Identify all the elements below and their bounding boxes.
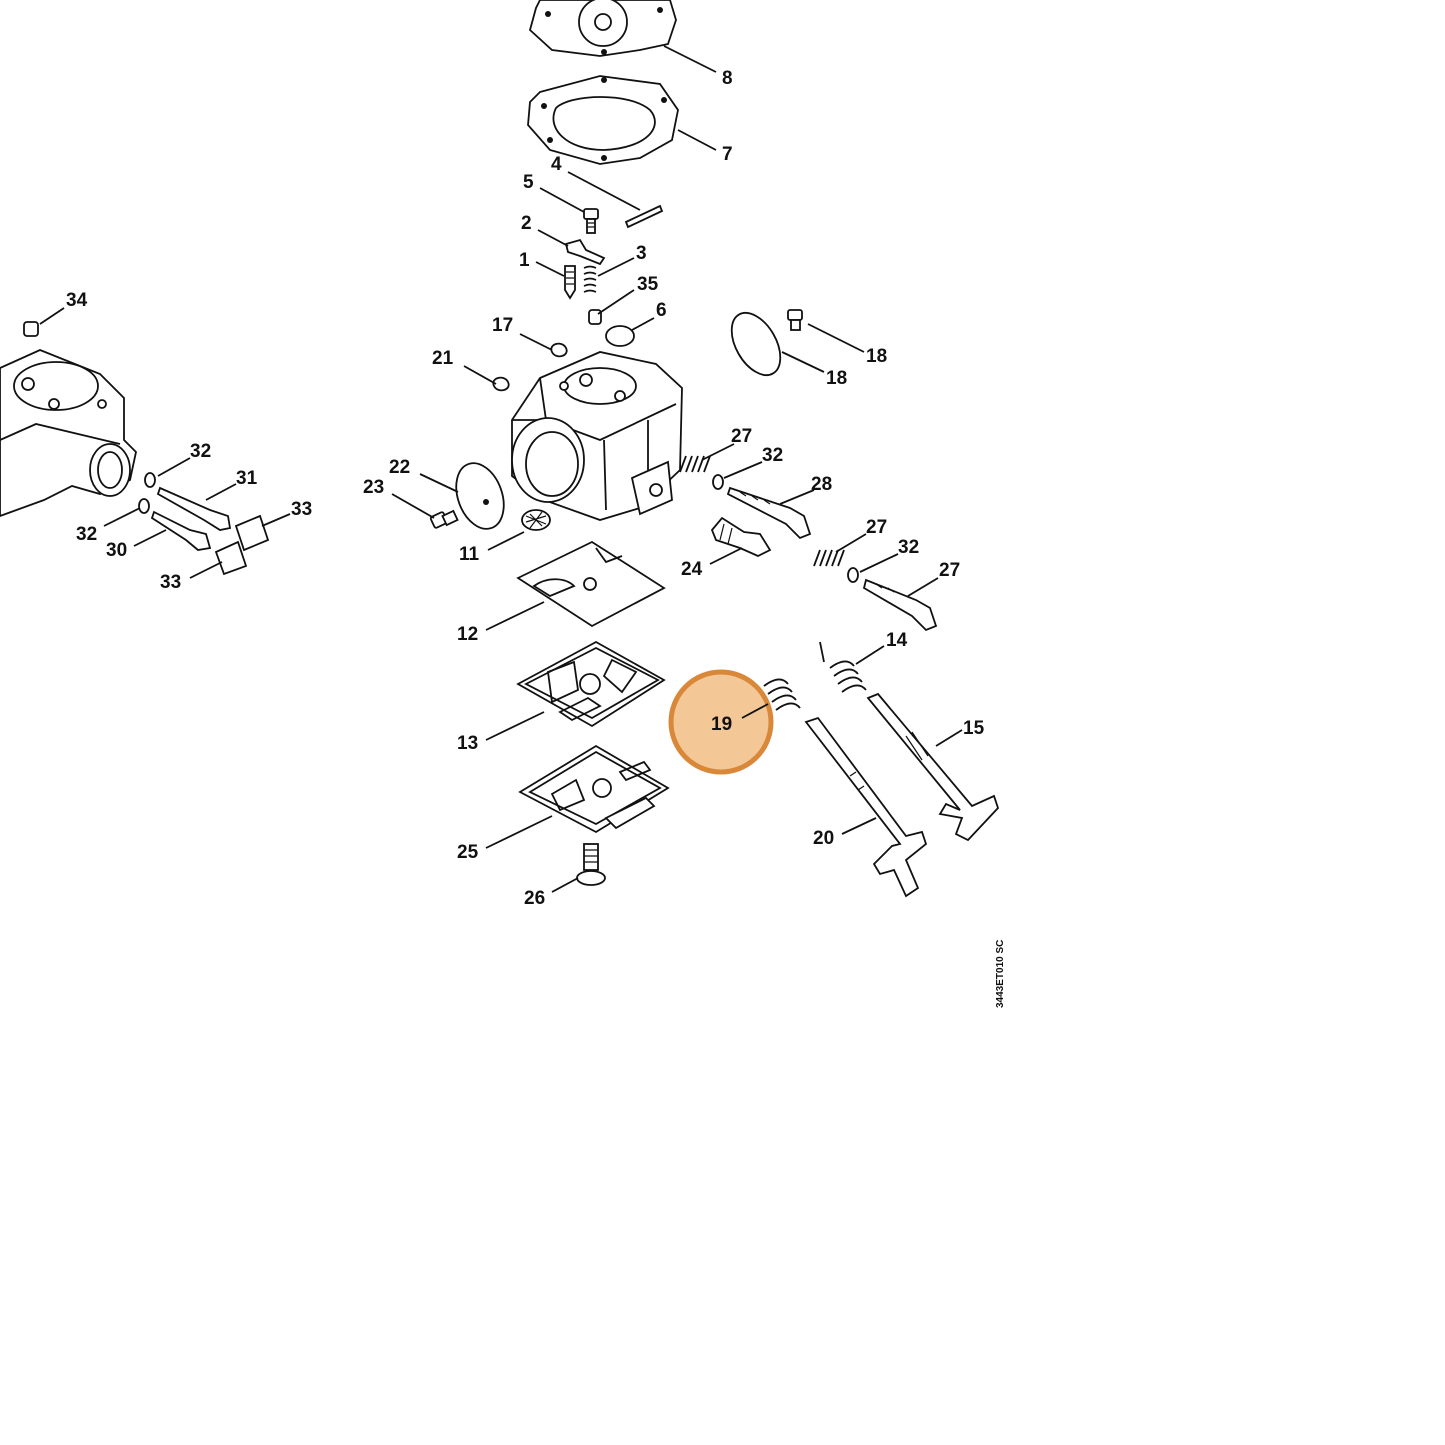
- callout-16: 17: [492, 315, 513, 336]
- callout-19: 19: [711, 714, 732, 735]
- callout-labels: 8 7 4 5 2 1 3 35 6 17 21 18 18 27 32 28 …: [66, 68, 985, 909]
- part-25-diaphragm: [518, 744, 670, 834]
- part-32-oring-left-upper: [144, 472, 156, 488]
- part-33-cap-upper: [234, 514, 270, 552]
- callout-32-lower: 32: [898, 537, 919, 558]
- callout-33-lower: 33: [160, 572, 181, 593]
- callout-31: 31: [236, 468, 258, 489]
- callout-30: 30: [106, 540, 127, 561]
- part-16-clip: [550, 342, 568, 358]
- part-21-clip: [492, 376, 510, 392]
- part-24-needle: [710, 516, 772, 557]
- callout-26: 26: [524, 888, 545, 909]
- callout-4: 4: [551, 154, 562, 175]
- callout-14: 14: [886, 630, 908, 651]
- callout-17: 18: [826, 368, 847, 389]
- callout-6: 6: [656, 300, 667, 321]
- callout-25: 25: [457, 842, 479, 863]
- part-27-spring-upper: [679, 455, 711, 473]
- part-32-oring-left-lower: [138, 498, 150, 514]
- callout-11: 11: [459, 544, 480, 565]
- part-7-gasket: [527, 75, 679, 165]
- callout-34: 34: [66, 290, 88, 311]
- callout-35: 35: [637, 274, 659, 295]
- callout-2: 2: [521, 213, 532, 234]
- highlight-marker-19: [668, 669, 774, 775]
- part-29-screw: [726, 486, 812, 540]
- callout-27-upper: 27: [731, 426, 752, 447]
- part-3-spring: [583, 265, 597, 293]
- part-23-screw: [429, 509, 459, 529]
- part-6-disc: [605, 325, 635, 347]
- callout-29: 28: [811, 474, 832, 495]
- callout-18: 18: [866, 346, 887, 367]
- callout-21: 21: [432, 348, 454, 369]
- part-1-needle: [564, 265, 576, 300]
- part-34-plug: [23, 321, 39, 337]
- part-20-shaft: [804, 716, 928, 898]
- callout-5: 5: [523, 172, 534, 193]
- callout-15: 15: [963, 718, 985, 739]
- part-28-screw: [862, 578, 938, 632]
- part-26-screw: [576, 843, 606, 886]
- callout-28: 27: [939, 560, 960, 581]
- part-35-plug: [588, 309, 602, 325]
- part-30-screw: [150, 510, 212, 551]
- callout-1: 1: [519, 250, 530, 271]
- part-13-plate: [516, 640, 666, 728]
- carburetor-body-left-view: [0, 349, 137, 517]
- part-8-cover-plate: [528, 0, 677, 57]
- callout-24: 24: [681, 559, 703, 580]
- carburetor-body: [511, 351, 683, 521]
- part-18-screw: [787, 309, 803, 331]
- callout-23: 23: [363, 477, 384, 498]
- callout-12: 12: [457, 624, 478, 645]
- part-12-gasket: [516, 540, 666, 628]
- callout-32-upper: 32: [762, 445, 783, 466]
- leader-lines: [39, 45, 963, 893]
- callout-8: 8: [722, 68, 733, 89]
- part-32-oring-upper: [712, 474, 724, 490]
- callout-3: 3: [636, 243, 647, 264]
- drawing-code: 3443ET010 SC: [995, 940, 1006, 1008]
- part-15-shaft: [866, 692, 1000, 842]
- callout-20: 20: [813, 828, 834, 849]
- part-19-spring: [763, 678, 801, 711]
- part-33-cap-lower: [214, 540, 248, 576]
- part-14-spring: [819, 641, 867, 693]
- callout-32-left-upper: 32: [190, 441, 211, 462]
- part-22-plate: [455, 462, 505, 530]
- callout-22: 22: [389, 457, 410, 478]
- callout-7: 7: [722, 144, 733, 165]
- part-2-lever: [564, 238, 606, 266]
- callout-32-left-lower: 32: [76, 524, 97, 545]
- part-4-pin: [624, 204, 664, 229]
- part-5-screw: [583, 208, 599, 234]
- part-17-plate: [730, 312, 782, 376]
- callout-27-lower: 27: [866, 517, 887, 538]
- part-32-oring-lower: [847, 567, 859, 583]
- callout-13: 13: [457, 733, 478, 754]
- part-31-screw: [156, 486, 232, 531]
- part-11-screen: [521, 509, 551, 531]
- callout-33-upper: 33: [291, 499, 312, 520]
- part-27-spring-lower: [813, 549, 845, 567]
